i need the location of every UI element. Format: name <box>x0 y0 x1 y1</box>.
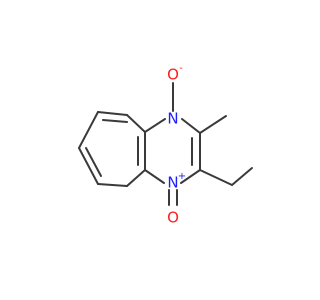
bond-aromatic-2 <box>102 119 128 123</box>
molecule-structure: N O - N + O <box>78 63 253 227</box>
bond-ethyl-ch2-ch3 <box>231 167 253 186</box>
bond-c7-c8 <box>97 111 128 116</box>
bond-c3-n4 <box>180 169 201 184</box>
atom-n4-charge: + <box>178 171 186 182</box>
atom-o1: O <box>167 66 179 84</box>
structure-canvas: N O - N + O <box>78 63 253 227</box>
atom-n1: N <box>167 110 178 128</box>
bond-c8a-n1 <box>144 118 166 133</box>
bond-c8-c8a <box>126 114 146 133</box>
bond-c2-methyl <box>199 115 227 134</box>
atom-o1-charge: - <box>179 63 183 74</box>
atom-n4: N <box>167 174 178 192</box>
bond-c4a-c5 <box>97 183 128 187</box>
bond-c5-c6 <box>78 147 99 185</box>
bond-c6-c7 <box>78 111 99 149</box>
bond-aromatic-1 <box>85 147 102 177</box>
bond-c4a-c5-link <box>126 169 146 187</box>
atom-o4: O <box>167 209 179 227</box>
bond-n4-c4a <box>144 169 165 184</box>
bond-c3-ethyl-ch2 <box>199 169 233 186</box>
bond-n1-c2 <box>181 118 201 134</box>
